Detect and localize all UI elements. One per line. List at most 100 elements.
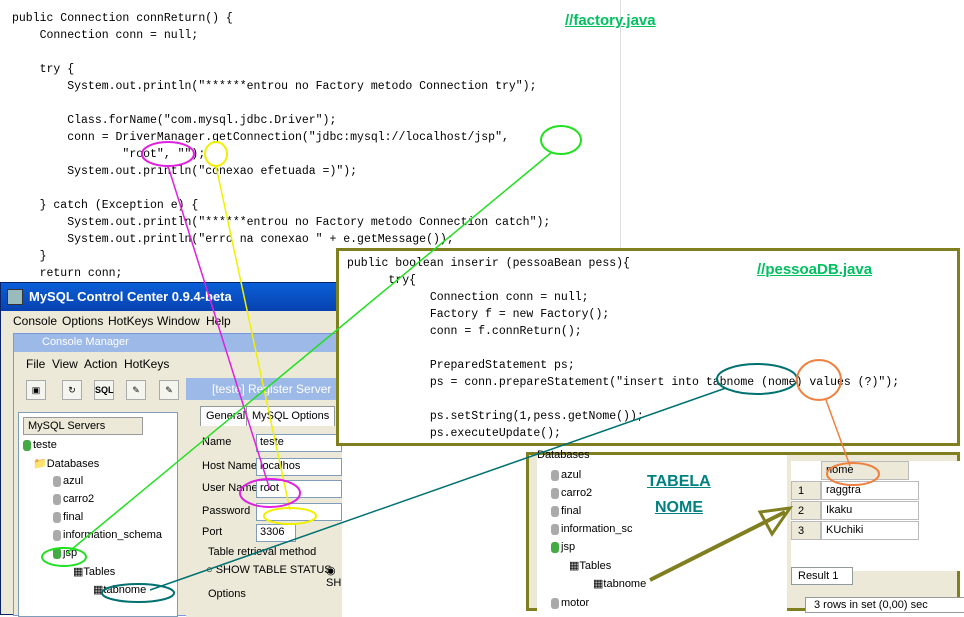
code-line: ps.setString(1,pess.getNome()); xyxy=(347,410,644,423)
db-tree-databases[interactable]: Databases xyxy=(537,449,590,461)
code-line: Class.forName("com.mysql.jdbc.Driver"); xyxy=(12,114,337,127)
table-icon: ▦ xyxy=(93,584,104,596)
nome-label: NOME xyxy=(655,499,703,516)
servers-tab[interactable]: MySQL Servers xyxy=(23,417,143,435)
menu-help[interactable]: Help xyxy=(206,314,231,328)
register-title: [teste] Register Server xyxy=(186,378,342,400)
db-tree-carro2[interactable]: carro2 xyxy=(551,487,592,499)
db-tree-tabnome[interactable]: ▦tabnome xyxy=(593,578,647,590)
password-input[interactable] xyxy=(256,503,342,521)
show-other-radio[interactable]: ◉ SH xyxy=(326,565,342,589)
database-result-panel: Databases azul carro2 final information_… xyxy=(526,449,964,613)
password-label: Password xyxy=(202,505,251,517)
table-folder-icon: ▦ xyxy=(569,560,580,572)
mysql-menu-bar: Console Options HotKeys Window Help xyxy=(1,311,339,331)
code-line: } catch (Exception e) { xyxy=(12,199,199,212)
tab-mysql-options[interactable]: MySQL Options xyxy=(246,406,336,426)
factory-code-panel: //factory.java public Connection connRet… xyxy=(0,0,656,285)
connect-icon[interactable]: ▣ xyxy=(26,380,46,400)
code-line: } xyxy=(12,250,47,263)
register-icon[interactable]: ✎ xyxy=(126,380,146,400)
row-number: 3 xyxy=(791,521,821,540)
host-name-input[interactable]: localhos xyxy=(256,458,342,476)
tree-table-tabnome[interactable]: ▦tabnome xyxy=(93,584,147,596)
menu-file[interactable]: File xyxy=(26,357,46,371)
user-name-input[interactable]: root xyxy=(256,480,342,498)
code-line: ps.executeUpdate(); xyxy=(347,427,561,440)
tab-general[interactable]: General xyxy=(200,406,252,426)
console-manager-title: Console Manager xyxy=(14,334,340,352)
tree-db-azul[interactable]: azul xyxy=(53,475,83,487)
server-tree: MySQL Servers teste 📁Databases azul carr… xyxy=(18,412,178,617)
code-line: Connection conn = null; xyxy=(12,29,199,42)
code-line: System.out.println("erro na conexao " + … xyxy=(12,233,454,246)
pessoadb-file-label: //pessoaDB.java xyxy=(757,261,873,278)
name-input[interactable]: teste xyxy=(256,434,342,452)
row-number: 1 xyxy=(791,481,821,500)
console-toolbar: ▣ ↻ SQL ✎ ✎ xyxy=(14,376,184,404)
menu-action[interactable]: Action xyxy=(84,357,118,371)
show-status-radio[interactable]: ○ SHOW TABLE STATUS xyxy=(206,564,332,576)
result-tab[interactable]: Result 1 xyxy=(791,567,853,585)
database-icon xyxy=(551,487,559,499)
name-label: Name xyxy=(202,436,232,448)
column-header-nome[interactable]: nome xyxy=(821,461,909,480)
editor-margin-line xyxy=(620,0,621,250)
db-tree-jsp[interactable]: jsp xyxy=(551,541,575,553)
db-tree-tables[interactable]: ▦Tables xyxy=(569,560,612,572)
db-tree-information-sc[interactable]: information_sc xyxy=(551,523,633,535)
user-name-label: User Name xyxy=(202,482,258,494)
edit-icon[interactable]: ✎ xyxy=(159,380,179,400)
host-name-label: Host Name xyxy=(202,460,258,472)
table-folder-icon: ▦ xyxy=(73,566,84,578)
sql-button[interactable]: SQL xyxy=(94,380,114,400)
database-icon xyxy=(53,511,61,523)
database-icon xyxy=(551,597,559,609)
code-line: try { xyxy=(12,63,75,76)
pessoadb-code-panel: //pessoaDB.java public boolean inserir (… xyxy=(336,248,960,446)
tree-db-information-schema[interactable]: information_schema xyxy=(53,529,162,541)
tree-databases[interactable]: 📁Databases xyxy=(33,458,100,470)
table-row[interactable]: KUchiki xyxy=(821,521,919,540)
db-tree: Databases azul carro2 final information_… xyxy=(537,449,787,611)
port-input[interactable]: 3306 xyxy=(256,524,296,542)
menu-hotkeys-sub[interactable]: HotKeys xyxy=(124,357,170,371)
register-server-dialog: [teste] Register Server General MySQL Op… xyxy=(186,378,342,617)
mysql-control-center-window: MySQL Control Center 0.9.4-beta Console … xyxy=(0,282,342,617)
code-line: conn = DriverManager.getConnection("jdbc… xyxy=(12,131,509,144)
table-icon: ▦ xyxy=(593,578,604,590)
code-line: "root", ""); xyxy=(12,148,206,161)
code-line: ps = conn.prepareStatement("insert into … xyxy=(347,376,900,389)
mysql-app-icon xyxy=(7,289,23,305)
table-row[interactable]: Ikaku xyxy=(821,501,919,520)
menu-console[interactable]: Console xyxy=(13,314,58,328)
refresh-icon[interactable]: ↻ xyxy=(62,380,82,400)
database-icon xyxy=(53,547,61,559)
tabela-label: TABELA xyxy=(647,473,711,490)
menu-hotkeys[interactable]: HotKeys xyxy=(108,314,154,328)
table-row[interactable]: raggtra xyxy=(821,481,919,500)
db-tree-final[interactable]: final xyxy=(551,505,581,517)
db-tree-azul[interactable]: azul xyxy=(551,469,581,481)
register-tabs: General MySQL Options xyxy=(186,406,342,426)
tree-server-teste[interactable]: teste xyxy=(23,439,57,451)
code-line: Factory f = new Factory(); xyxy=(347,308,610,321)
code-line: System.out.println("******entrou no Fact… xyxy=(12,80,537,93)
tree-db-jsp[interactable]: jsp xyxy=(53,547,77,559)
menu-window[interactable]: Window xyxy=(157,314,200,328)
console-manager-window: Console Manager File View Action HotKeys… xyxy=(13,333,342,617)
tree-db-final[interactable]: final xyxy=(53,511,83,523)
options-label: Options xyxy=(208,588,246,600)
tree-db-carro2[interactable]: carro2 xyxy=(53,493,94,505)
database-icon xyxy=(551,541,559,553)
folder-icon: 📁 xyxy=(33,458,47,470)
menu-options[interactable]: Options xyxy=(62,314,104,328)
menu-view[interactable]: View xyxy=(52,357,78,371)
code-line: public Connection connReturn() { xyxy=(12,12,233,25)
database-icon xyxy=(53,493,61,505)
mysql-title-bar[interactable]: MySQL Control Center 0.9.4-beta xyxy=(1,283,339,311)
tree-tables[interactable]: ▦Tables xyxy=(73,566,116,578)
database-icon xyxy=(53,475,61,487)
db-tree-motor[interactable]: motor xyxy=(551,597,589,609)
port-label: Port xyxy=(202,526,223,538)
